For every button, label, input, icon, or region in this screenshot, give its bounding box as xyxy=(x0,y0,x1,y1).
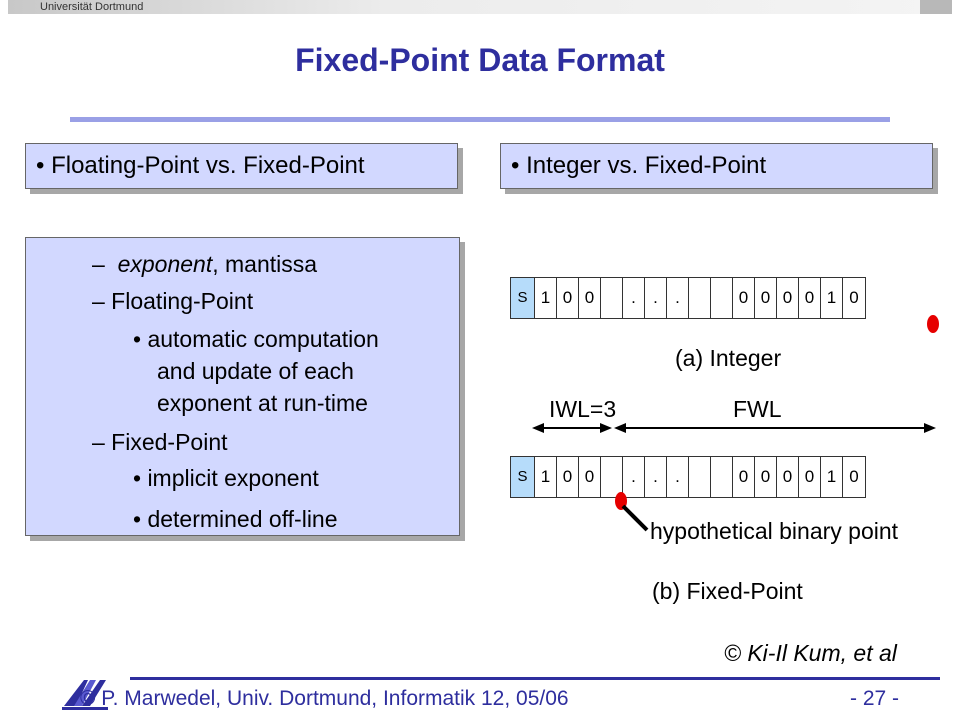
iwl-arrow xyxy=(532,423,612,433)
slide-title: Fixed-Point Data Format xyxy=(295,42,665,78)
integer-caption: (a) Integer xyxy=(675,345,782,371)
bit-cell: 0 xyxy=(755,457,777,497)
line-automatic: • automatic computation xyxy=(133,326,379,352)
bit-cell: . xyxy=(645,278,667,318)
line-implicit-exponent: • implicit exponent xyxy=(133,465,319,491)
bit-cell: 0 xyxy=(849,467,859,486)
bit-cell: 1 xyxy=(821,278,843,318)
bit-cell: 0 xyxy=(777,457,799,497)
bit-cell: 1 xyxy=(535,278,557,318)
word-length-arrows xyxy=(532,423,936,433)
binary-point-pointer xyxy=(621,504,649,532)
bit-cell: . xyxy=(623,457,645,497)
bit-cell xyxy=(601,278,623,318)
bit-cell: 0 xyxy=(557,278,579,318)
bit-cell: 0 xyxy=(799,278,821,318)
line-exponent-mantissa: – exponent, mantissa xyxy=(92,251,318,277)
bit-cell: . xyxy=(645,457,667,497)
line-determined-offline: • determined off-line xyxy=(133,506,338,532)
header-strip xyxy=(8,0,952,14)
bit-cell: 0 xyxy=(579,457,601,497)
integer-vs-fixed-label: • Integer vs. Fixed-Point xyxy=(500,143,933,189)
content-box xyxy=(25,237,460,536)
bit-cell xyxy=(689,278,711,318)
title-divider xyxy=(70,117,890,122)
bit-cell: 0 xyxy=(733,457,755,497)
credit-text: © Ki-Il Kum, et al xyxy=(724,640,897,666)
university-logo xyxy=(62,680,108,710)
fwl-arrow xyxy=(614,423,936,433)
floating-vs-fixed-label: • Floating-Point vs. Fixed-Point xyxy=(25,143,458,189)
page-number: - 27 - xyxy=(850,687,900,710)
bit-cell: 0 xyxy=(557,457,579,497)
bit-cell: 0 xyxy=(777,278,799,318)
integer-binary-point-marker xyxy=(927,315,939,333)
bit-cell: 1 xyxy=(821,457,843,497)
bit-cell xyxy=(601,457,623,497)
iwl-label: IWL=3 xyxy=(549,396,617,422)
bit-cell xyxy=(711,457,733,497)
fixed-caption: (b) Fixed-Point xyxy=(652,578,803,604)
bit-cell: . xyxy=(667,457,689,497)
line-fixed-point: – Fixed-Point xyxy=(92,429,228,455)
line-runtime: exponent at run-time xyxy=(157,390,368,416)
header-corner xyxy=(920,0,952,14)
bit-cell xyxy=(711,278,733,318)
bit-cell: . xyxy=(667,278,689,318)
bit-cell: 0 xyxy=(579,278,601,318)
bit-cell: 0 xyxy=(733,278,755,318)
line-floating-point: – Floating-Point xyxy=(92,288,254,314)
mantissa-text: , mantissa xyxy=(212,251,318,277)
sign-bit-cell: S xyxy=(511,278,535,318)
fwl-label: FWL xyxy=(733,396,782,422)
bit-cell xyxy=(689,457,711,497)
sign-bit-cell: S xyxy=(511,457,535,497)
footer-divider xyxy=(130,677,940,680)
bit-cell: 0 xyxy=(799,457,821,497)
line-update: and update of each xyxy=(157,358,354,384)
bit-cell: 0 xyxy=(849,288,859,307)
exponent-word: exponent xyxy=(117,251,213,277)
bit-cell: 1 xyxy=(535,457,557,497)
university-name: Universität Dortmund xyxy=(40,1,144,13)
binary-point-label: hypothetical binary point xyxy=(650,518,899,544)
footer-credit: © P. Marwedel, Univ. Dortmund, Informati… xyxy=(80,687,569,710)
bit-cell: . xyxy=(623,278,645,318)
bit-cell: 0 xyxy=(755,278,777,318)
